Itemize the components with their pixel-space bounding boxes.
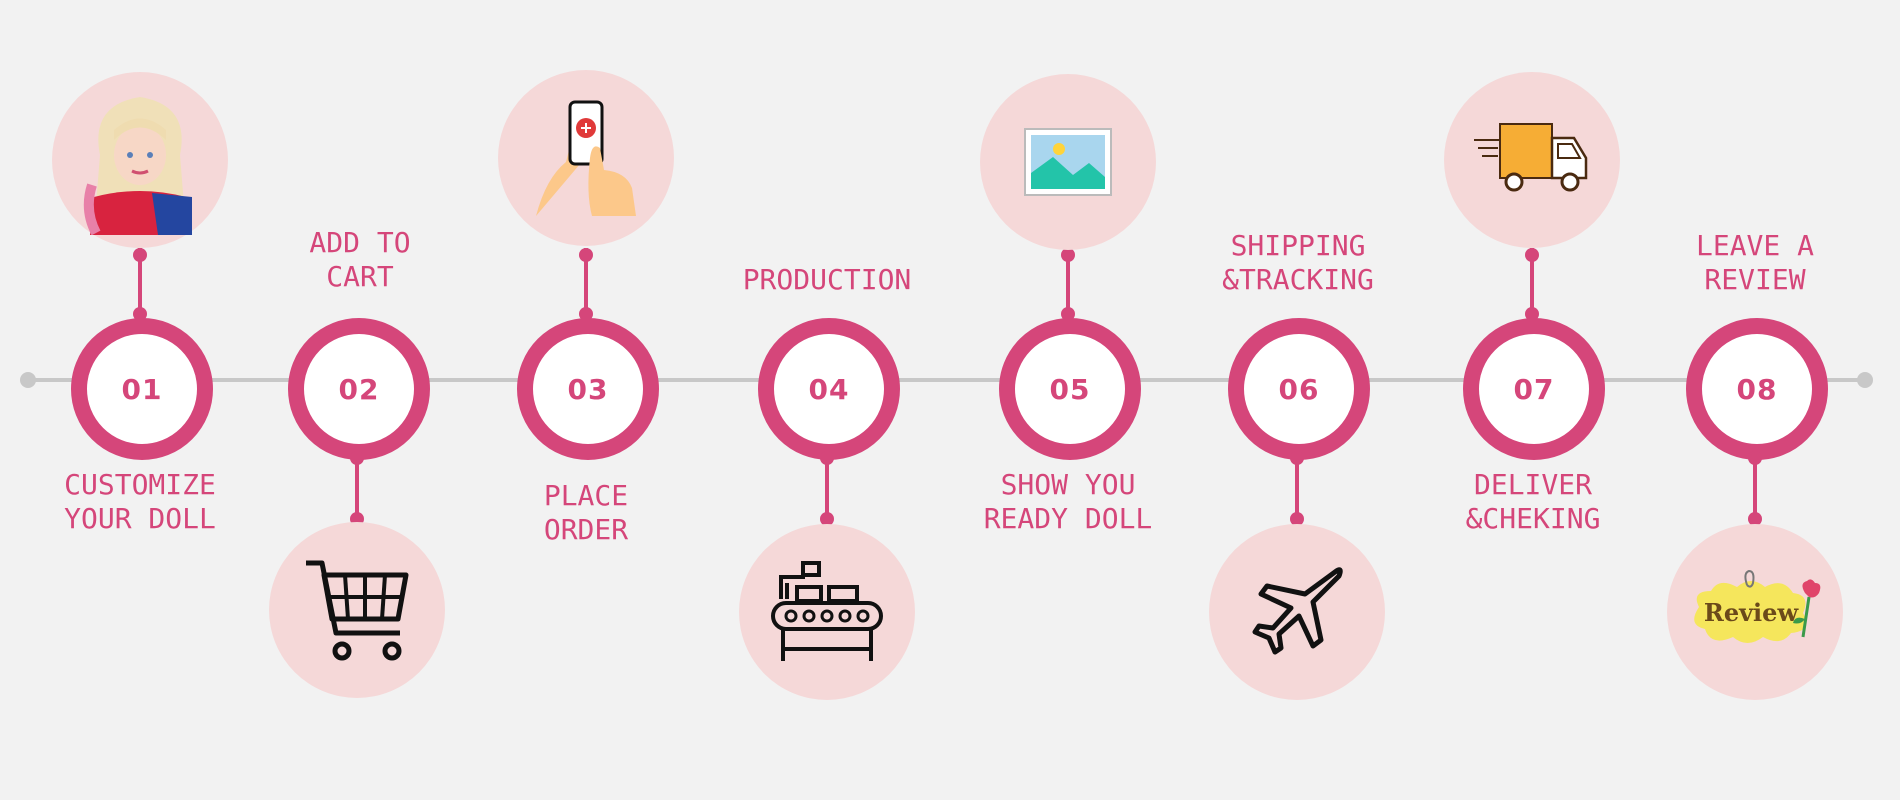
review-text: Review: [1704, 598, 1800, 627]
stem-dot-bottom-7: [1525, 307, 1539, 321]
step-label-7: DELIVER &CHEKING: [1465, 468, 1601, 535]
review-sticker-icon: Review: [1694, 569, 1821, 643]
timeline-line: [28, 378, 1868, 382]
icon-circle-5: [980, 74, 1156, 250]
step-circle-3: 03: [517, 318, 659, 460]
step-number: 02: [338, 372, 380, 406]
step-label-4: PRODUCTION: [742, 263, 912, 296]
stem-top-5: [1066, 248, 1070, 318]
stem-dot-top-3: [579, 248, 593, 262]
step-number: 01: [121, 372, 163, 406]
stem-dot-top-5: [1061, 248, 1075, 262]
timeline-end-dot: [1857, 372, 1873, 388]
step-circle-6: 06: [1228, 318, 1370, 460]
step-label-1: CUSTOMIZE YOUR DOLL: [64, 468, 216, 535]
phone-tap-icon: [536, 100, 636, 216]
stem-dot-bottom-6: [1290, 512, 1304, 526]
delivery-truck-icon: [1474, 123, 1588, 192]
picture-icon: [1024, 128, 1112, 196]
icon-circle-2: [269, 522, 445, 698]
stem-top-1: [138, 248, 142, 318]
stem-bottom-6: [1295, 452, 1299, 520]
stem-dot-top-7: [1525, 248, 1539, 262]
stem-dot-bottom-8: [1748, 512, 1762, 526]
icon-circle-4: [739, 524, 915, 700]
stem-top-7: [1530, 248, 1534, 318]
conveyor-belt-icon: [771, 561, 883, 661]
stem-dot-top-1: [133, 248, 147, 262]
stem-dot-top-8: [1748, 451, 1762, 465]
icon-circle-3: [498, 70, 674, 246]
icon-circle-7: [1444, 72, 1620, 248]
stem-bottom-8: [1753, 452, 1757, 520]
step-number: 08: [1736, 372, 1778, 406]
stem-dot-bottom-3: [579, 307, 593, 321]
icon-circle-6: [1209, 524, 1385, 700]
step-circle-4: 04: [758, 318, 900, 460]
stem-top-3: [584, 248, 588, 318]
step-number: 05: [1049, 372, 1091, 406]
stem-dot-bottom-1: [133, 307, 147, 321]
step-number: 04: [808, 372, 850, 406]
stem-bottom-4: [825, 452, 829, 520]
airplane-icon: [1252, 567, 1343, 655]
step-number: 03: [567, 372, 609, 406]
step-circle-5: 05: [999, 318, 1141, 460]
step-label-6: SHIPPING &TRACKING: [1222, 229, 1374, 296]
step-circle-2: 02: [288, 318, 430, 460]
icon-circle-8: Review: [1667, 524, 1843, 700]
stem-dot-bottom-4: [820, 512, 834, 526]
stem-bottom-2: [355, 452, 359, 520]
step-circle-8: 08: [1686, 318, 1828, 460]
step-label-2: ADD TO CART: [309, 226, 411, 293]
stem-dot-top-6: [1290, 451, 1304, 465]
doll-photo-icon: [83, 97, 192, 235]
step-number: 06: [1278, 372, 1320, 406]
step-label-3: PLACE ORDER: [543, 479, 629, 546]
step-label-8: LEAVE A REVIEW: [1695, 229, 1814, 296]
step-circle-1: 01: [71, 318, 213, 460]
step-number: 07: [1513, 372, 1555, 406]
stem-dot-bottom-5: [1061, 307, 1075, 321]
timeline-start-dot: [20, 372, 36, 388]
step-label-5: SHOW YOU READY DOLL: [983, 468, 1153, 535]
step-circle-7: 07: [1463, 318, 1605, 460]
stem-dot-top-4: [820, 451, 834, 465]
stem-dot-top-2: [350, 451, 364, 465]
icon-circle-1: [52, 72, 228, 248]
shopping-cart-icon: [306, 560, 409, 661]
